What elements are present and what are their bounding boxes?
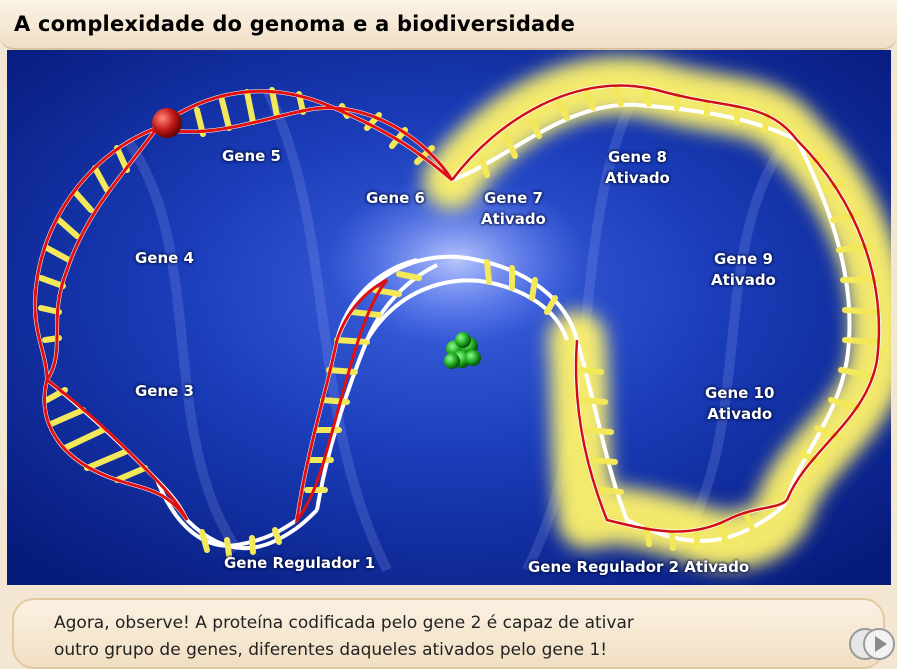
narration-text: Agora, observe! A proteína codificada pe… (54, 610, 634, 664)
narration-line-1: Agora, observe! A proteína codificada pe… (54, 610, 634, 637)
dna-illustration (7, 50, 891, 585)
label-gene-4: Gene 4 (135, 248, 194, 269)
next-arrow-icon (845, 624, 897, 664)
narration-line-2: outro grupo de genes, diferentes daquele… (54, 637, 634, 664)
label-gene-6: Gene 6 (366, 188, 425, 209)
label-gene-regulador-1: Gene Regulador 1 (224, 553, 375, 574)
title-bar: A complexidade do genoma e a biodiversid… (0, 0, 897, 50)
next-button[interactable] (845, 624, 897, 664)
label-gene-3: Gene 3 (135, 381, 194, 402)
label-gene-regulador-2: Gene Regulador 2 Ativado (528, 557, 749, 578)
page-title: A complexidade do genoma e a biodiversid… (14, 12, 575, 36)
rna-polymerase-ball (152, 108, 182, 138)
label-gene-5: Gene 5 (222, 146, 281, 167)
